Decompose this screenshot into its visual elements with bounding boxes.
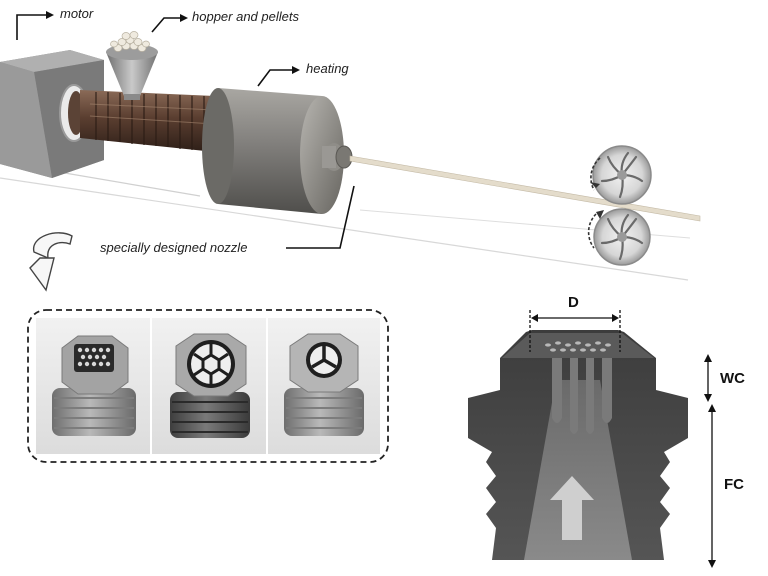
floor-lines [0, 161, 691, 281]
flow-arrow-icon [550, 476, 594, 540]
curved-arrow-icon [29, 232, 73, 292]
filament [349, 155, 701, 222]
leader-arrowhead-icon [46, 11, 54, 19]
dimension-arrowhead-icon [708, 404, 716, 412]
dimension-arrowhead-icon [704, 354, 712, 362]
motor-block [0, 50, 104, 178]
dimension-wc-label: WC [720, 370, 745, 387]
hopper-label: hopper and pellets [192, 9, 299, 24]
nozzle-label: specially designed nozzle [100, 240, 248, 255]
three-spoke-nozzle-icon [284, 333, 364, 436]
heater-cylinder [202, 88, 353, 214]
dimension-fc-label: FC [724, 476, 744, 493]
nozzle-photos-frame [27, 309, 389, 463]
leader-arrowhead-icon [180, 14, 188, 22]
hexagon-pattern-nozzle-icon [170, 333, 250, 438]
leader-lines [16, 14, 355, 249]
pellets [110, 31, 150, 52]
dimension-arrowhead-icon [704, 394, 712, 402]
motor-label: motor [60, 6, 94, 21]
dimension-arrowhead-icon [612, 314, 619, 322]
rotation-arrowhead-icon [590, 182, 600, 188]
dimension-lines [529, 310, 713, 566]
rotation-arrows [587, 157, 601, 249]
dimension-d-label: D [568, 294, 579, 311]
nozzle-cross-section [468, 330, 688, 560]
rollers [592, 145, 652, 266]
dimension-arrowhead-icon [531, 314, 538, 322]
heating-label: heating [306, 61, 349, 76]
rotation-arrowhead-icon [596, 210, 604, 219]
dimension-arrowhead-icon [708, 560, 716, 568]
leader-arrowhead-icon [292, 66, 300, 74]
mesh-hole-nozzle-icon [52, 335, 136, 436]
